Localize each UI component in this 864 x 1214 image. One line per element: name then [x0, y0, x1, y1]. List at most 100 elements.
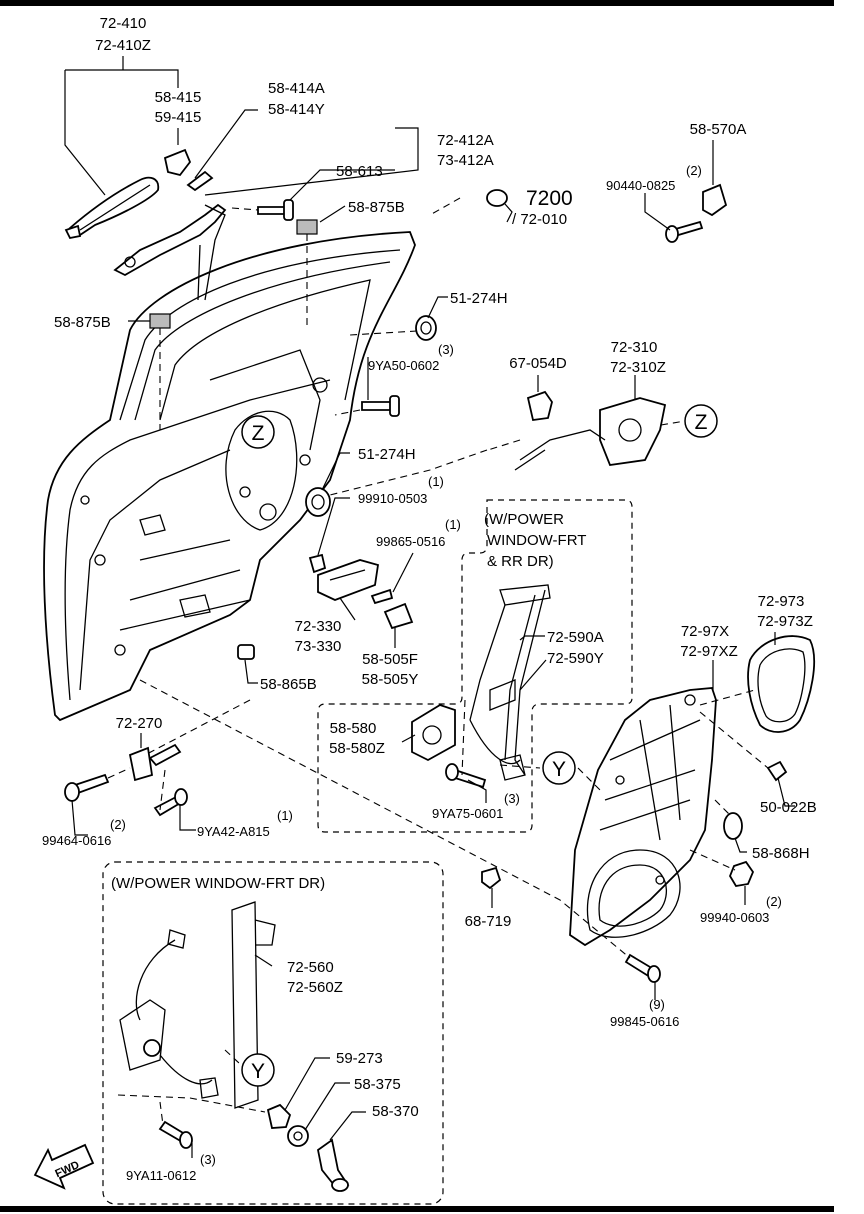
label-99865: 99865-0516 [376, 534, 445, 549]
label-99464-qty: (2) [110, 817, 126, 832]
bolt-99845 [624, 953, 661, 983]
label-58-414y: 58-414Y [268, 101, 325, 118]
grommet-58-868h [723, 812, 743, 840]
label-90440-qty: (2) [686, 163, 702, 178]
door-latch [514, 397, 667, 471]
label-58-875b-left: 58-875B [54, 314, 111, 331]
clip-68-719 [481, 866, 502, 890]
clip-58-570a [702, 183, 728, 217]
part-labels: 72-410 72-410Z 58-415 59-415 58-414A 58-… [42, 15, 817, 1183]
label-73-412a: 73-412A [437, 152, 494, 169]
handle-frame [113, 203, 227, 301]
box1-title-line1: (W/POWER [484, 511, 564, 528]
label-67-054d: 67-054D [509, 355, 567, 372]
label-72-270: 72-270 [116, 715, 163, 732]
screw-99910 [308, 553, 327, 574]
label-58-414a: 58-414A [268, 80, 325, 97]
label-9ya50: 9YA50-0602 [368, 358, 439, 373]
bolt-99464 [64, 773, 110, 802]
label-58-868h: 58-868H [752, 845, 810, 862]
cover-58-505f [383, 602, 414, 630]
label-51-274h-b: 51-274H [358, 446, 416, 463]
outside-handle [64, 176, 160, 240]
callout-y2-letter: Y [251, 1060, 265, 1083]
label-99940: 99940-0603 [700, 910, 769, 925]
handle-gasket [186, 170, 214, 192]
label-72-310z: 72-310Z [610, 359, 666, 376]
screw-9ya75 [445, 763, 487, 789]
label-58-613: 58-613 [336, 163, 383, 180]
label-72-97x: 72-97X [681, 623, 729, 640]
label-9ya11: 9YA11-0612 [126, 1168, 196, 1183]
label-72-560: 72-560 [287, 959, 334, 976]
label-58-505y: 58-505Y [362, 671, 419, 688]
label-72-590y: 72-590Y [547, 650, 604, 667]
box2-title: (W/POWER WINDOW-FRT DR) [111, 875, 325, 892]
regulator-72-590a [469, 584, 551, 781]
pad-58-875b-left [149, 313, 171, 329]
label-58-570a: 58-570A [690, 121, 747, 138]
label-72-590a: 72-590A [547, 629, 604, 646]
label-73-330: 73-330 [295, 638, 342, 655]
regulator-72-560 [119, 901, 276, 1109]
label-58-415: 58-415 [155, 89, 202, 106]
label-68-719: 68-719 [465, 913, 512, 930]
label-9ya42: 9YA42-A815 [197, 824, 270, 839]
box1-title-line2: WINDOW-FRT [487, 532, 586, 549]
label-72-973: 72-973 [758, 593, 805, 610]
cap-67-054d [526, 390, 553, 422]
window-crank [317, 1138, 350, 1192]
callout-z2: Z [684, 404, 718, 438]
washer-58-375 [287, 1125, 309, 1147]
label-72-412a: 72-412A [437, 132, 494, 149]
leader-lines [64, 56, 795, 1158]
callout-y2: Y [241, 1053, 275, 1087]
screw-99865 [370, 588, 394, 605]
label-58-875b-top: 58-875B [348, 199, 405, 216]
bolt-9ya11 [158, 1120, 193, 1149]
label-99464: 99464-0616 [42, 833, 111, 848]
label-72-410z: 72-410Z [95, 37, 151, 54]
bumper-58-865b [237, 644, 255, 660]
clip-7200 [486, 189, 508, 207]
label-51-274h-a: 51-274H [450, 290, 508, 307]
inside-handle [317, 559, 380, 601]
label-72-973z: 72-973Z [757, 613, 813, 630]
label-72-97xz: 72-97XZ [680, 643, 738, 660]
door-module-panel [569, 687, 717, 947]
label-99910: 99910-0503 [358, 491, 427, 506]
label-72-330: 72-330 [295, 618, 342, 635]
label-99845: 99845-0616 [610, 1014, 679, 1029]
grommet-51-274h-b [305, 487, 331, 517]
label-58-370: 58-370 [372, 1103, 419, 1120]
label-72-560z: 72-560Z [287, 979, 343, 996]
module-seal [747, 635, 816, 733]
dashed-lines [107, 197, 769, 1126]
callout-y1-letter: Y [552, 758, 566, 781]
label-9ya11-qty: (3) [200, 1152, 216, 1167]
box-power-window-frt-rr [317, 499, 633, 833]
bolt-9ya42 [153, 788, 188, 817]
label-58-580z: 58-580Z [329, 740, 385, 757]
label-59-273: 59-273 [336, 1050, 383, 1067]
callout-y1: Y [542, 751, 576, 785]
label-9ya75: 9YA75-0601 [432, 806, 503, 821]
grommet-51-274h-a [415, 315, 437, 341]
callout-z2-letter: Z [695, 411, 708, 434]
callout-z1-letter: Z [252, 422, 265, 445]
clip-50-022b [766, 760, 788, 782]
label-58-505f: 58-505F [362, 651, 418, 668]
nut-99940 [728, 860, 755, 887]
label-59-415: 59-415 [155, 109, 202, 126]
pad-58-875b-top [296, 219, 318, 235]
fwd-arrow-icon: FWD [33, 1143, 95, 1190]
label-58-580: 58-580 [330, 720, 377, 737]
handle-cap [163, 148, 192, 177]
label-50-022b: 50-022B [760, 799, 817, 816]
window-motor-58-580 [411, 704, 456, 762]
label-99940-qty: (2) [766, 894, 782, 909]
top-border [0, 0, 834, 6]
label-72-410: 72-410 [100, 15, 147, 32]
label-99845-qty: (9) [649, 997, 665, 1012]
